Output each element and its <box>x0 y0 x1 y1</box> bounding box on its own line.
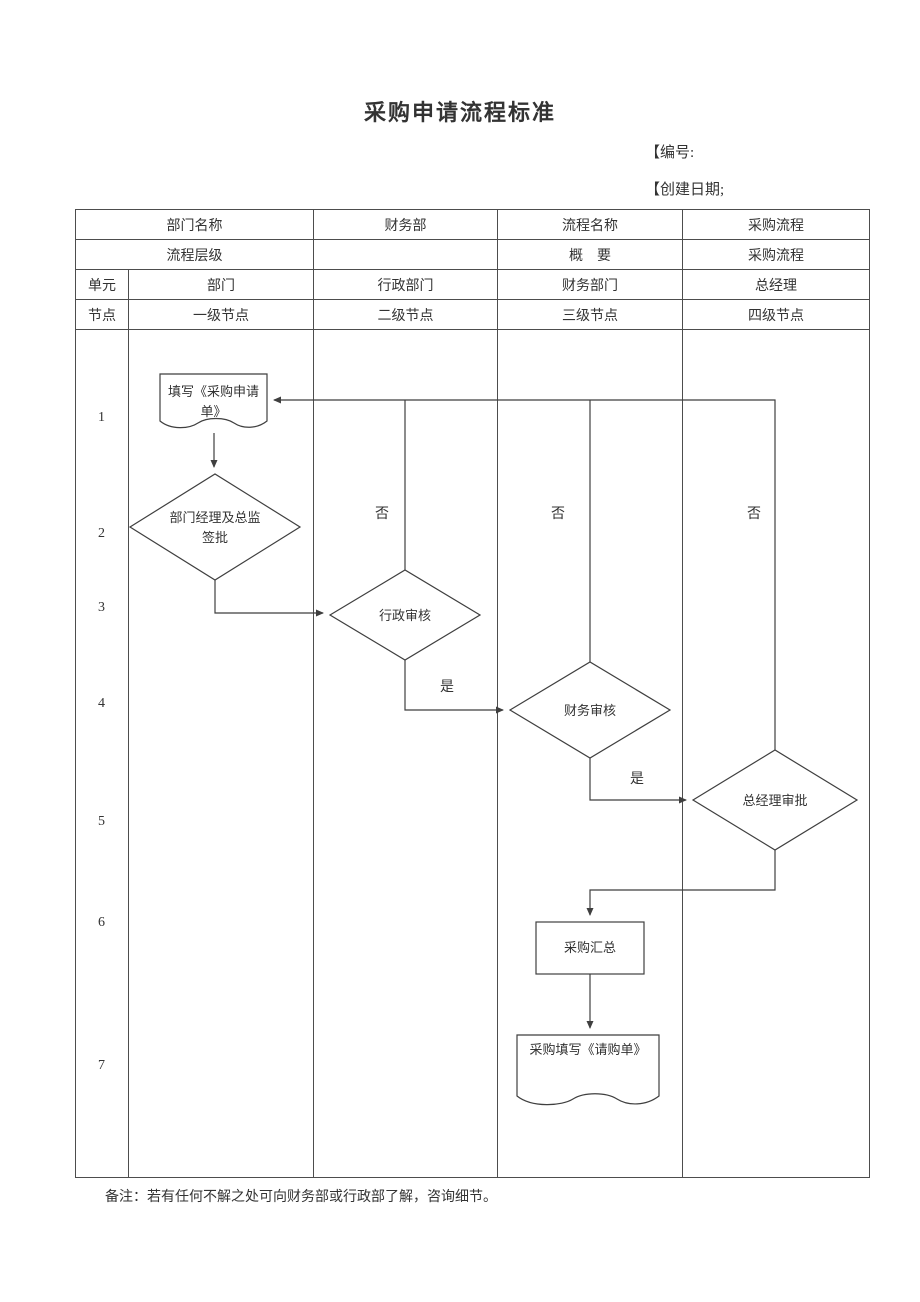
flow-level-label-cell: 流程层级 <box>75 239 314 270</box>
node-finance-review-label: 财务审核 <box>563 703 616 718</box>
node-level1-cell: 一级节点 <box>128 299 314 330</box>
row-number-4: 4 <box>98 696 105 711</box>
summary-value-cell: 采购流程 <box>682 239 870 270</box>
unit-dept-cell: 部门 <box>128 269 314 300</box>
dept-name-value-cell: 财务部 <box>313 209 498 240</box>
summary-label-cell: 概 要 <box>497 239 683 270</box>
flow-lane-gm <box>682 329 870 1178</box>
flow-lane-dept <box>128 329 314 1178</box>
row-number-7: 7 <box>98 1058 105 1073</box>
no-label-finance: 否 <box>551 507 565 522</box>
node-gm-approval-label: 总经理审批 <box>742 793 808 808</box>
flow-level-value-cell <box>313 239 498 270</box>
flow-name-label-cell: 流程名称 <box>497 209 683 240</box>
node-fill-request-label: 填写《采购申请单》 <box>167 384 259 419</box>
row-number-2: 2 <box>98 526 105 541</box>
table-header-row-2: 流程层级 概 要 采购流程 <box>75 239 870 270</box>
unit-finance-cell: 财务部门 <box>497 269 683 300</box>
footer-note: 备注：若有任何不解之处可向财务部或行政部了解，咨询细节。 <box>105 1190 497 1205</box>
yes-label-admin: 是 <box>440 680 454 695</box>
node-admin-review-label: 行政审核 <box>378 608 431 623</box>
flow-name-value-cell: 采购流程 <box>682 209 870 240</box>
flowchart-body-row <box>75 329 870 1178</box>
row-number-6: 6 <box>98 915 105 930</box>
table-header-row-3: 单元 部门 行政部门 财务部门 总经理 <box>75 269 870 300</box>
flow-lane-admin <box>313 329 498 1178</box>
page-title: 采购申请流程标准 <box>363 100 556 125</box>
no-label-gm: 否 <box>747 507 761 522</box>
table-header-row-4: 节点 一级节点 二级节点 三级节点 四级节点 <box>75 299 870 330</box>
doc-number-label: 【编号: <box>645 145 695 161</box>
row-number-3: 3 <box>98 600 105 615</box>
unit-admin-cell: 行政部门 <box>313 269 498 300</box>
row-number-column <box>75 329 129 1178</box>
unit-label-cell: 单元 <box>75 269 129 300</box>
row-number-1: 1 <box>98 410 105 425</box>
doc-date-label: 【创建日期; <box>645 182 725 198</box>
node-purchase-order-label: 采购填写《请购单》 <box>529 1042 647 1057</box>
row-number-5: 5 <box>98 814 105 829</box>
flow-table: 部门名称 财务部 流程名称 采购流程 流程层级 概 要 采购流程 单元 部门 行… <box>75 209 870 1178</box>
node-level3-cell: 三级节点 <box>497 299 683 330</box>
node-dept-approval-label: 部门经理及总监签批 <box>169 510 261 545</box>
unit-gm-cell: 总经理 <box>682 269 870 300</box>
node-label-cell: 节点 <box>75 299 129 330</box>
node-level2-cell: 二级节点 <box>313 299 498 330</box>
yes-label-finance: 是 <box>630 772 644 787</box>
node-purchase-summary-label: 采购汇总 <box>563 940 616 955</box>
table-header-row-1: 部门名称 财务部 流程名称 采购流程 <box>75 209 870 240</box>
node-level4-cell: 四级节点 <box>682 299 870 330</box>
no-label-admin: 否 <box>375 507 389 522</box>
dept-name-label-cell: 部门名称 <box>75 209 314 240</box>
